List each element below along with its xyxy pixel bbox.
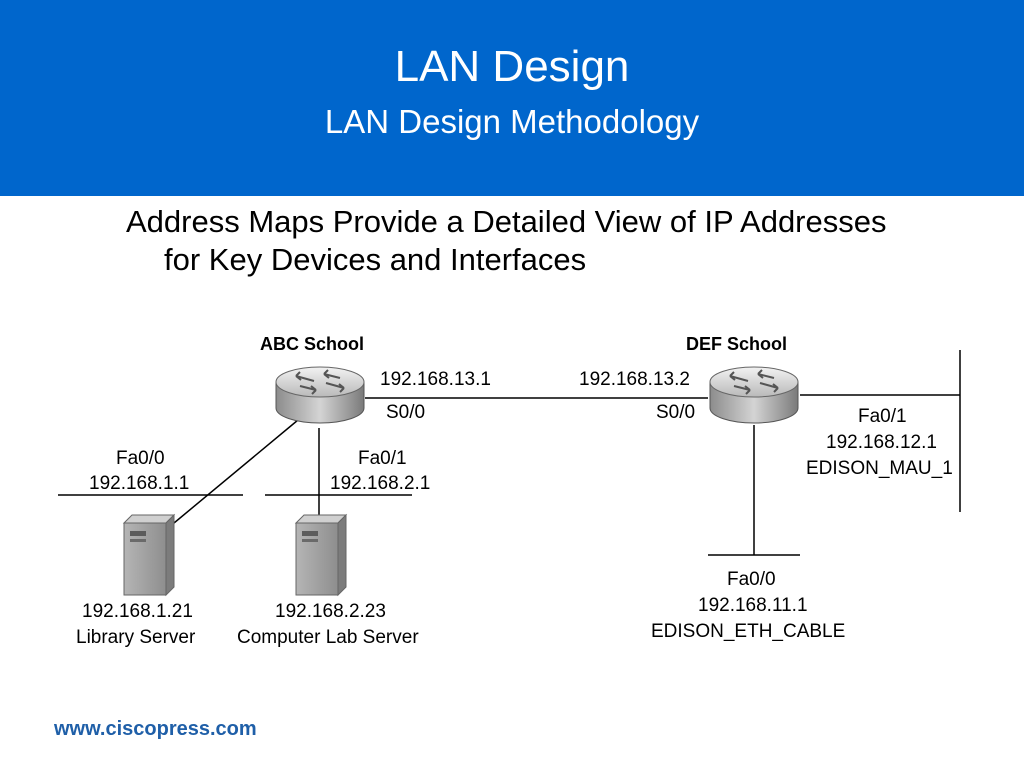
slide-title: LAN Design <box>394 42 630 91</box>
def-fa01-net: EDISON_MAU_1 <box>806 458 953 479</box>
abc-fa00-ip: 192.168.1.1 <box>89 473 190 494</box>
abc-fa01-ip: 192.168.2.1 <box>330 473 431 494</box>
def-fa01-label: Fa0/1 <box>858 406 907 427</box>
def-fa01-ip: 192.168.12.1 <box>826 432 937 453</box>
abc-s0-ip: 192.168.13.1 <box>380 369 491 390</box>
bullet-text: Address Maps Provide a Detailed View of … <box>126 204 887 277</box>
abc-school-label: ABC School <box>260 334 365 354</box>
def-s0-ip: 192.168.13.2 <box>579 369 690 390</box>
server-icon <box>294 513 348 597</box>
abc-s0-label: S0/0 <box>386 402 426 423</box>
library-server-ip: 192.168.1.21 <box>82 601 193 622</box>
lab-server-name: Computer Lab Server <box>237 627 419 648</box>
router-icon <box>709 366 799 424</box>
title-banner: LAN Design LAN Design Methodology <box>0 0 1024 196</box>
abc-fa00-label: Fa0/0 <box>116 448 165 469</box>
def-fa00-net: EDISON_ETH_CABLE <box>651 621 846 642</box>
server-icon <box>122 513 176 597</box>
abc-fa01-label: Fa0/1 <box>358 448 407 469</box>
slide-subtitle: LAN Design Methodology <box>324 103 700 140</box>
lab-server-ip: 192.168.2.23 <box>275 601 386 622</box>
library-server-name: Library Server <box>76 627 196 648</box>
def-fa00-ip: 192.168.11.1 <box>698 595 808 616</box>
footer-url[interactable]: www.ciscopress.com <box>54 718 257 740</box>
def-school-label: DEF School <box>686 334 788 354</box>
def-fa00-label: Fa0/0 <box>727 569 776 590</box>
router-icon <box>275 366 365 424</box>
def-s0-label: S0/0 <box>656 402 696 423</box>
abc-fa00-link <box>167 419 299 529</box>
